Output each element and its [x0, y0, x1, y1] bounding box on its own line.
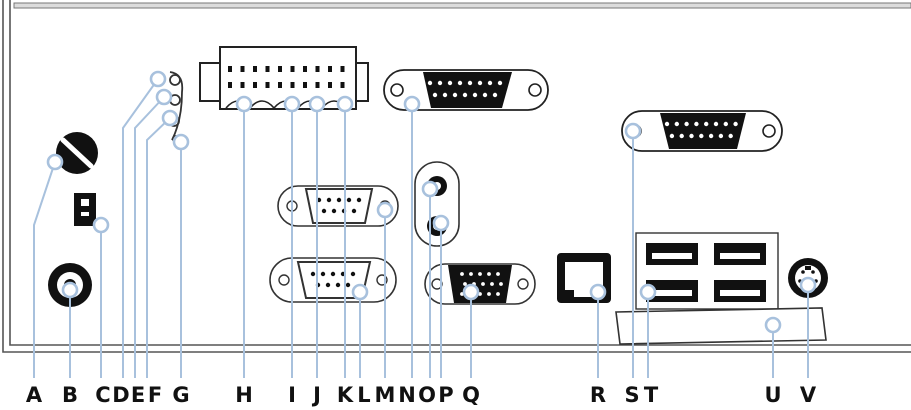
label-d: D — [112, 383, 129, 407]
callout-c — [92, 216, 110, 378]
label-a: A — [26, 383, 43, 407]
label-j: J — [311, 383, 321, 407]
label-l: L — [357, 383, 370, 407]
label-u: U — [764, 383, 781, 407]
label-k: K — [337, 383, 354, 407]
callout-i — [283, 95, 301, 378]
usb-slot — [646, 280, 698, 302]
label-i: I — [288, 383, 296, 407]
callout-r — [589, 283, 607, 378]
panel-frame — [2, 0, 911, 353]
label-p: P — [438, 383, 453, 407]
label-b: B — [62, 383, 78, 407]
callout-d — [122, 70, 167, 378]
db9-port-lower — [269, 257, 397, 303]
panel-frame-top-rail — [13, 2, 911, 9]
callout-l — [351, 283, 369, 378]
callout-n — [403, 95, 421, 378]
callout-q — [462, 283, 480, 378]
label-s: S — [624, 383, 639, 407]
label-r: R — [590, 383, 606, 407]
usb-ports — [635, 232, 779, 310]
callout-u — [764, 316, 782, 378]
usb-slot — [646, 243, 698, 265]
callout-h — [235, 95, 253, 378]
voltage-selector-switch — [56, 132, 98, 174]
callout-g — [172, 133, 190, 378]
db15-port-right — [621, 110, 783, 152]
label-f: F — [148, 383, 162, 407]
callout-k — [336, 95, 354, 378]
label-v: V — [800, 383, 817, 407]
label-h: H — [235, 383, 253, 407]
callout-m — [376, 201, 394, 378]
label-c: C — [95, 383, 110, 407]
label-q: Q — [462, 383, 480, 407]
label-e: E — [131, 383, 145, 407]
label-g: G — [172, 383, 189, 407]
label-n: N — [398, 383, 416, 407]
terminal-block-pins — [228, 66, 345, 88]
callout-o — [421, 180, 439, 378]
usb-slot — [714, 243, 766, 265]
label-t: T — [644, 383, 659, 407]
callout-t — [639, 283, 657, 378]
power-connector-symbol — [74, 193, 96, 226]
callout-v — [799, 276, 817, 378]
callout-e — [134, 88, 173, 378]
label-o: O — [418, 383, 436, 407]
callout-lines — [33, 70, 817, 378]
db15-port-top — [383, 69, 549, 111]
callout-p — [432, 214, 450, 378]
audio-jacks — [414, 161, 460, 247]
label-m: M — [375, 383, 396, 407]
callout-b — [61, 281, 79, 378]
callout-f — [146, 109, 179, 378]
led-indicator-bracket — [168, 71, 184, 143]
callout-a — [33, 153, 64, 378]
usb-slot — [714, 280, 766, 302]
callout-s — [624, 122, 642, 378]
callout-j — [308, 95, 326, 378]
